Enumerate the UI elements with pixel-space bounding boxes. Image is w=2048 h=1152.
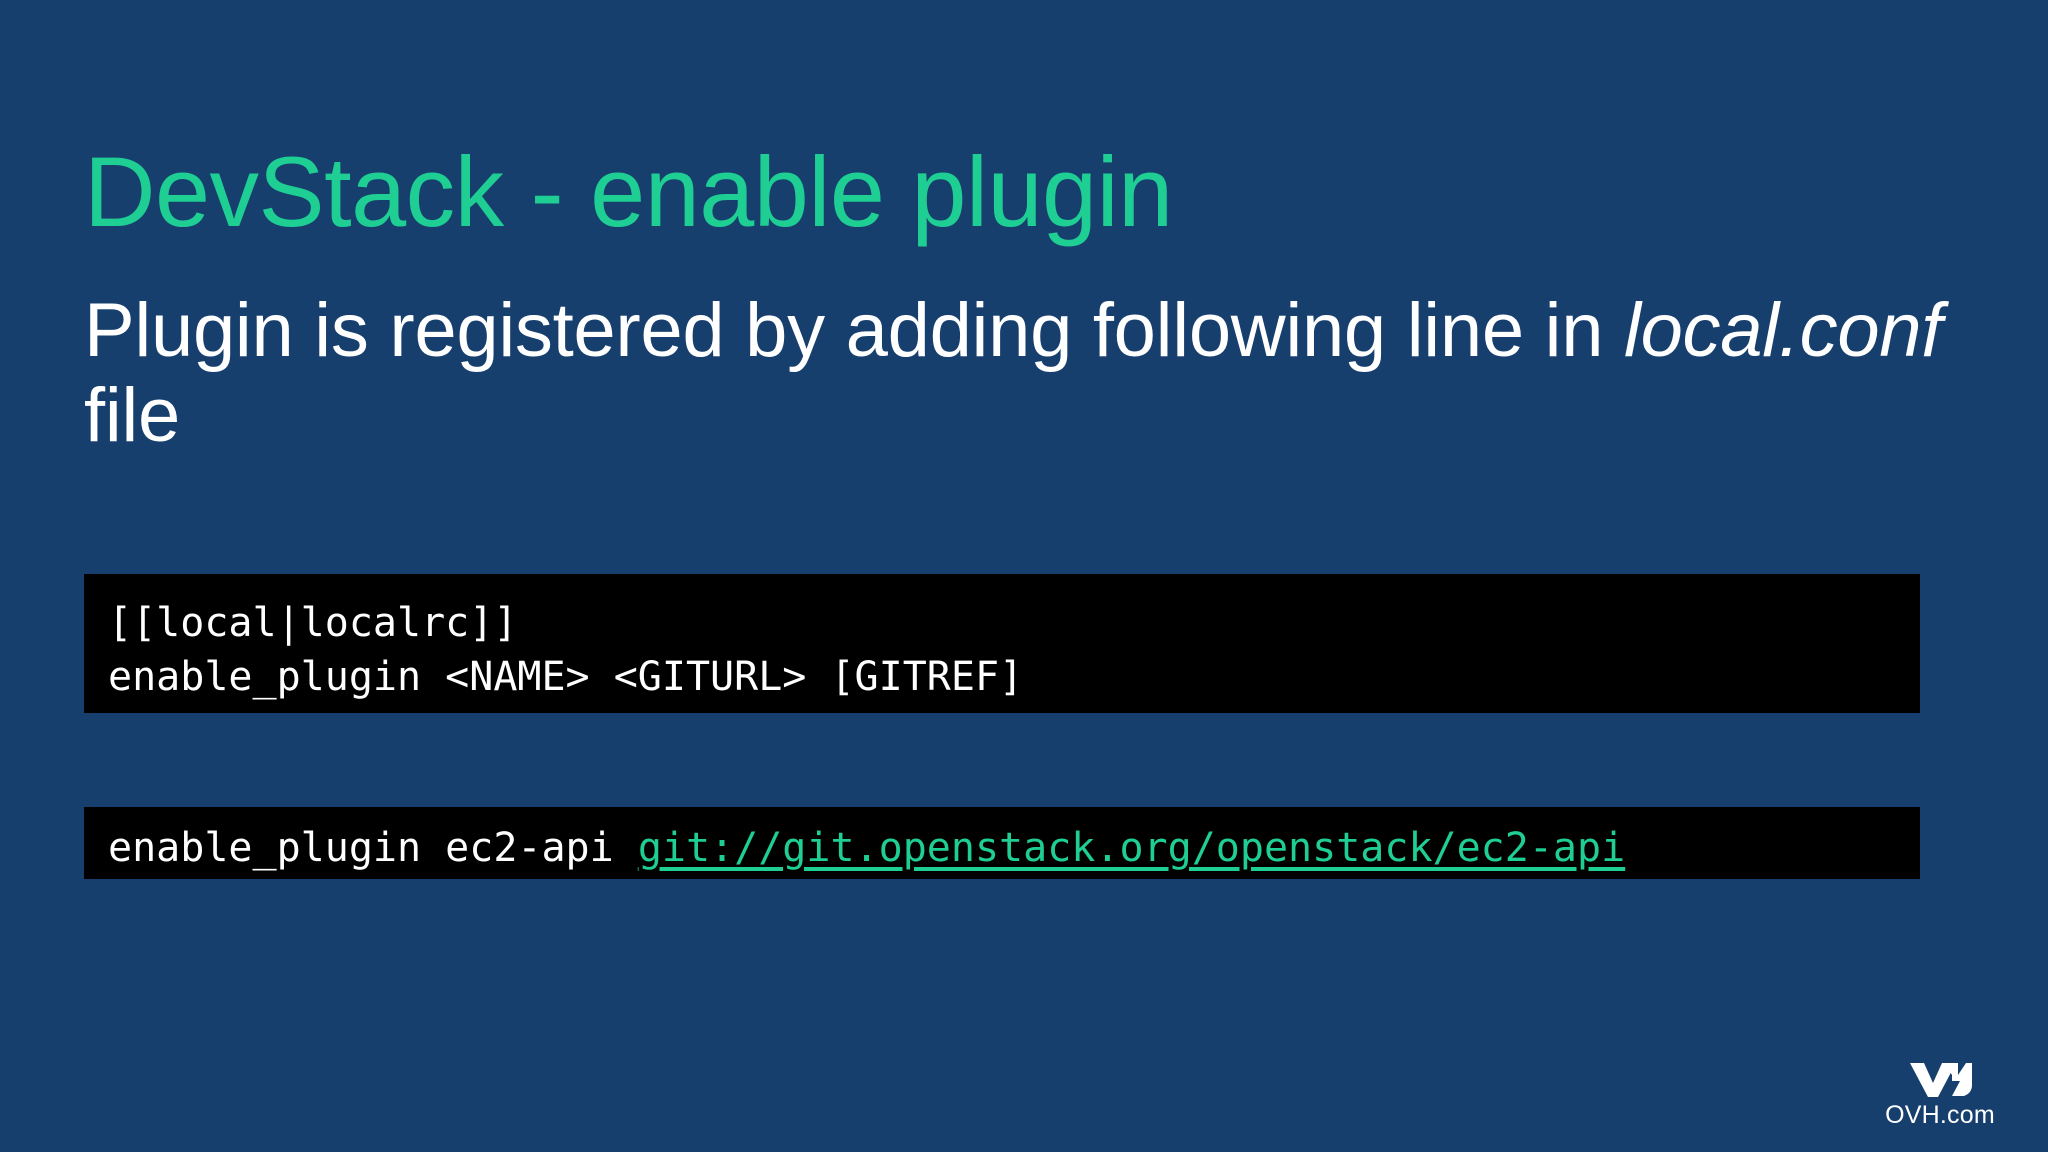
body-text-filename: local.conf xyxy=(1624,288,1943,373)
git-repository-link[interactable]: git://git.openstack.org/openstack/ec2-ap… xyxy=(637,825,1626,871)
body-paragraph: Plugin is registered by adding following… xyxy=(84,288,1944,458)
code-line-localrc-header: [[local|localrc]] xyxy=(108,600,518,646)
body-text-lead: Plugin is registered by adding following… xyxy=(84,288,1624,373)
code-block-syntax: [[local|localrc]] enable_plugin <NAME> <… xyxy=(84,574,1920,713)
code-line-enable-plugin-example: enable_plugin ec2-api git://git.openstac… xyxy=(108,821,1920,875)
ovh-branding: OVH.com xyxy=(1860,1059,2020,1128)
ovh-logo-icon xyxy=(1910,1063,1972,1097)
code-line-enable-plugin-syntax: enable_plugin <NAME> <GITURL> [GITREF] xyxy=(108,654,1024,700)
code-block-example: enable_plugin ec2-api git://git.openstac… xyxy=(84,807,1920,879)
body-text-tail: file xyxy=(84,373,180,459)
page-title: DevStack - enable plugin xyxy=(84,136,1173,248)
code-command-text: enable_plugin ec2-api xyxy=(108,825,638,871)
ovh-wordmark: OVH.com xyxy=(1885,1101,1995,1129)
